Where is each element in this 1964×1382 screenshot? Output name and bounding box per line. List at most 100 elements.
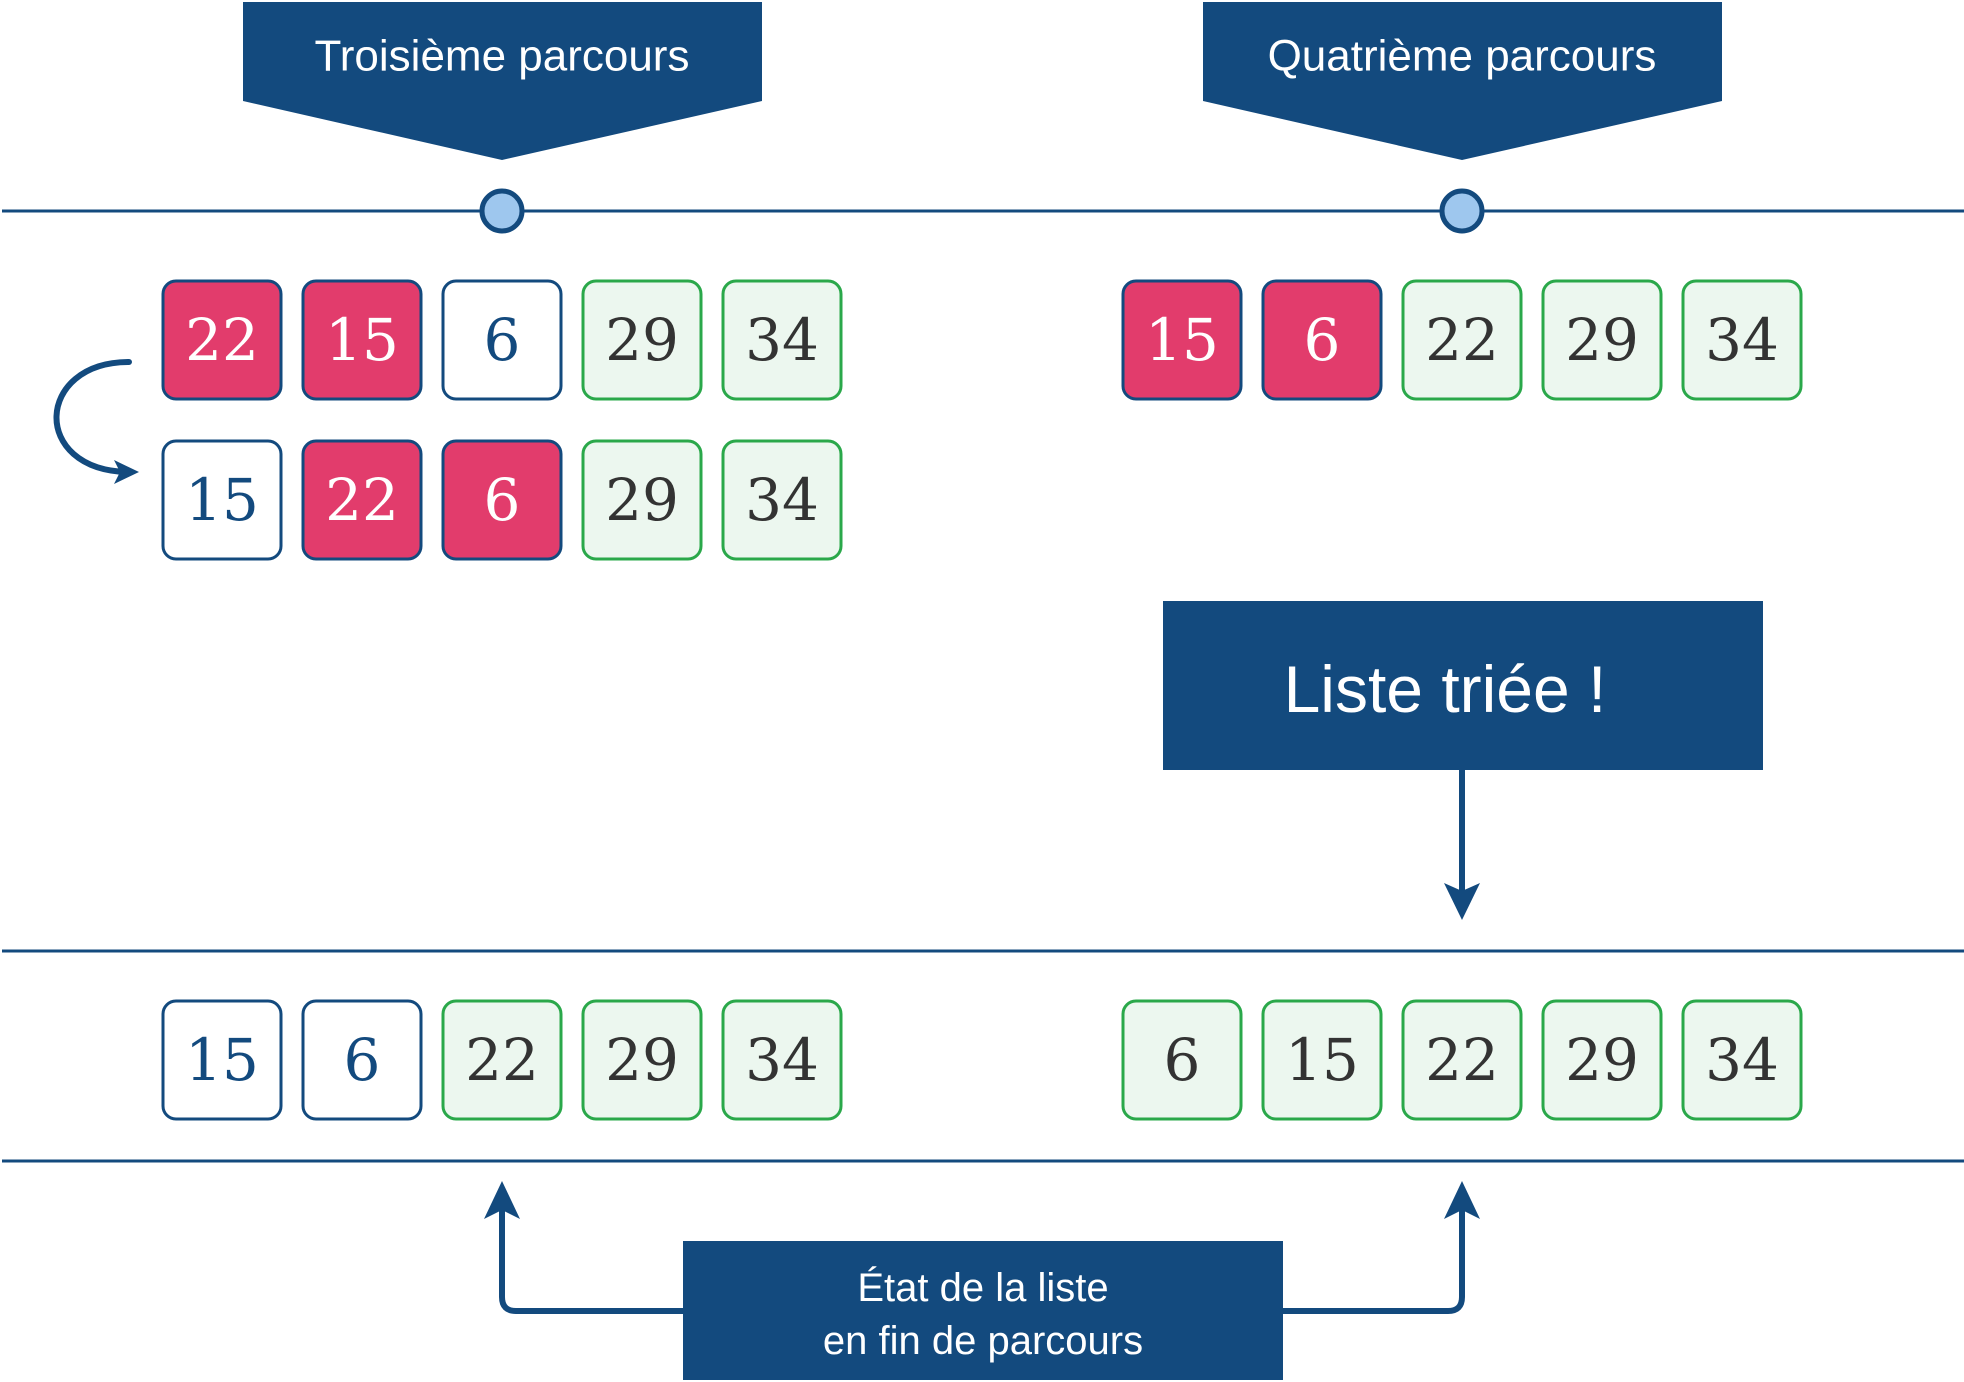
list-cell: 15: [301, 279, 423, 401]
end-state-arrow-left: [499, 1205, 683, 1314]
timeline-dot-fourth-pass: [1439, 188, 1485, 234]
list-cell-value: 6: [1164, 1026, 1201, 1094]
list-cell: 29: [581, 279, 703, 401]
list-cell: 34: [721, 439, 843, 561]
end-state-label-line1: État de la liste: [857, 1265, 1108, 1310]
list-cell: 22: [1401, 279, 1523, 401]
list-cell-value: 22: [325, 466, 399, 534]
list-cell-box: [581, 279, 703, 401]
list-cell-value: 15: [1285, 1026, 1359, 1094]
list-cell-value: 29: [605, 1026, 679, 1094]
list-cell-box: [441, 999, 563, 1121]
list-cell: 15: [1261, 999, 1383, 1121]
sorted-banner-text: Liste triée !: [1284, 652, 1607, 726]
list-cell-value: 34: [1705, 1026, 1779, 1094]
list-cell-box: [1681, 279, 1803, 401]
list-cell-box: [1681, 999, 1803, 1121]
end-state-arrows: [484, 1181, 1480, 1314]
list-cell-box: [161, 279, 283, 401]
list-cell-value: 34: [745, 1026, 819, 1094]
end-fourth-pass-row: 6 15 22 29 34: [1121, 999, 1803, 1121]
list-cell-box: [1401, 279, 1523, 401]
list-cell-value: 22: [465, 1026, 539, 1094]
list-cell: 29: [1541, 279, 1663, 401]
list-cell: 29: [1541, 999, 1663, 1121]
third-pass-banner-shape: [243, 2, 762, 160]
end-state-arrow-right-head: [1444, 1181, 1480, 1219]
list-cell: 29: [581, 439, 703, 561]
list-cell-value: 15: [1145, 306, 1219, 374]
end-state-arrow-left-head: [484, 1181, 520, 1219]
sorted-banner: Liste triée !: [1163, 601, 1763, 920]
list-cell-box: [441, 279, 563, 401]
swap-arrow-curve: [53, 359, 132, 475]
list-cell-value: 22: [1425, 306, 1499, 374]
list-cell-value: 6: [344, 1026, 381, 1094]
third-pass-row-before: 22 15 6 29 34: [161, 279, 843, 401]
list-cell: 6: [301, 999, 423, 1121]
list-cell-box: [161, 439, 283, 561]
list-cell: 15: [161, 999, 283, 1121]
third-pass-banner: Troisième parcours: [243, 2, 762, 160]
list-cell: 6: [441, 279, 563, 401]
list-cell-box: [441, 439, 563, 561]
list-cell-value: 34: [745, 306, 819, 374]
list-cell-value: 15: [185, 466, 259, 534]
list-cell-value: 29: [1565, 1026, 1639, 1094]
list-cell-box: [301, 999, 423, 1121]
list-cell-value: 6: [1304, 306, 1341, 374]
list-cell-value: 15: [325, 306, 399, 374]
fourth-pass-banner: Quatrième parcours: [1203, 2, 1722, 160]
list-cell: 22: [301, 439, 423, 561]
list-cell-box: [1401, 999, 1523, 1121]
list-cell: 15: [161, 439, 283, 561]
list-cell-value: 29: [1565, 306, 1639, 374]
list-cell: 34: [721, 279, 843, 401]
sorted-banner-box: [1163, 601, 1763, 770]
list-cell: 34: [1681, 279, 1803, 401]
list-cell: 6: [1121, 999, 1243, 1121]
list-cell: 22: [441, 999, 563, 1121]
list-cell-box: [1261, 999, 1383, 1121]
list-cell-value: 29: [605, 306, 679, 374]
list-cell-box: [721, 439, 843, 561]
list-cell-box: [1541, 279, 1663, 401]
end-state-label-line2: en fin de parcours: [823, 1319, 1143, 1363]
list-cell-box: [581, 999, 703, 1121]
sorted-arrow-head: [1444, 883, 1480, 920]
list-cell-box: [1121, 279, 1243, 401]
list-cell-box: [1261, 279, 1383, 401]
list-cell-box: [721, 279, 843, 401]
list-cell-box: [301, 279, 423, 401]
list-cell-box: [581, 439, 703, 561]
list-cell-value: 22: [1425, 1026, 1499, 1094]
fourth-pass-title: Quatrième parcours: [1268, 32, 1657, 81]
list-cell-box: [301, 439, 423, 561]
list-cell: 29: [581, 999, 703, 1121]
third-pass-title: Troisième parcours: [315, 32, 690, 81]
list-cell-value: 6: [484, 466, 521, 534]
list-cell-value: 6: [484, 306, 521, 374]
list-cell-value: 34: [745, 466, 819, 534]
list-cell: 34: [721, 999, 843, 1121]
fourth-pass-banner-shape: [1203, 2, 1722, 160]
list-cell-value: 15: [185, 1026, 259, 1094]
list-cell-box: [161, 999, 283, 1121]
list-cell: 15: [1121, 279, 1243, 401]
list-cell: 22: [161, 279, 283, 401]
list-cell-box: [1541, 999, 1663, 1121]
fourth-pass-row: 15 6 22 29 34: [1121, 279, 1803, 401]
end-state-label-box: [683, 1241, 1283, 1380]
list-cell-box: [1121, 999, 1243, 1121]
end-state-arrow-right: [1282, 1205, 1465, 1314]
list-cell-value: 34: [1705, 306, 1779, 374]
list-cell-value: 22: [185, 306, 259, 374]
end-state-label: État de la liste en fin de parcours: [683, 1241, 1283, 1380]
list-cell: 34: [1681, 999, 1803, 1121]
list-cell: 6: [1261, 279, 1383, 401]
swap-arrow-head: [114, 460, 139, 484]
list-cell-value: 29: [605, 466, 679, 534]
timeline-dot-third-pass: [479, 188, 525, 234]
third-pass-row-after: 15 22 6 29 34: [161, 439, 843, 561]
